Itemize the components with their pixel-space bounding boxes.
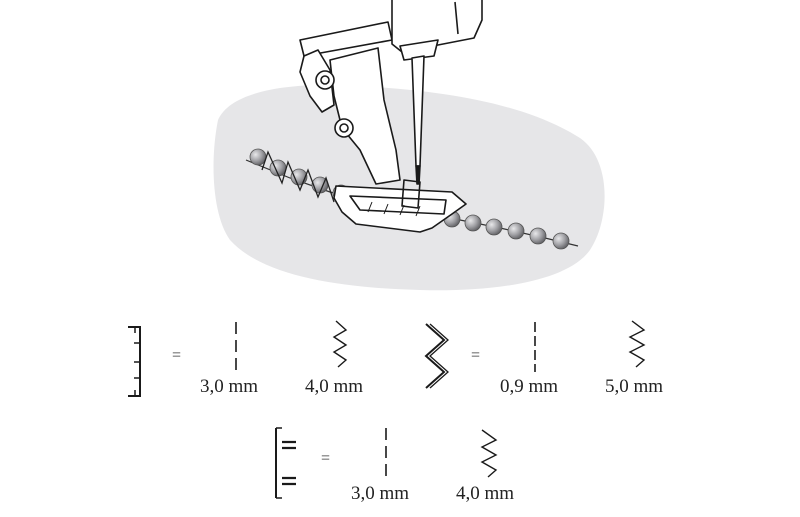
stitch-width-symbol-2	[628, 320, 646, 368]
stitch-width-symbol-3	[480, 429, 498, 478]
bead	[464, 214, 482, 232]
stitch-width-label: 4,0 mm	[305, 376, 364, 397]
bead	[529, 227, 547, 245]
fabric-patch	[213, 84, 605, 291]
presser-foot	[299, 21, 467, 233]
stitch-length-label: 0,9 mm	[500, 376, 559, 397]
equals-sign: =	[172, 347, 182, 364]
needle-assembly	[391, 0, 483, 185]
equals-sign: =	[471, 347, 481, 364]
stitch-width-label: 4,0 mm	[456, 483, 515, 504]
stitch-width-symbol-1	[332, 320, 348, 368]
bead	[507, 222, 525, 240]
bead	[249, 148, 267, 166]
zigzag-stitch	[261, 150, 335, 203]
stitch-width-label: 5,0 mm	[605, 376, 664, 397]
equals-sign: =	[321, 450, 331, 467]
stitch-length-label: 3,0 mm	[351, 483, 410, 504]
bead	[552, 232, 570, 250]
stitch-length-label: 3,0 mm	[200, 376, 259, 397]
stitch-symbol-triple-zigzag	[424, 323, 449, 389]
bead	[485, 218, 503, 236]
stitch-symbol-bead-cord	[275, 427, 296, 499]
stitch-symbol-straight-triple	[128, 326, 141, 397]
